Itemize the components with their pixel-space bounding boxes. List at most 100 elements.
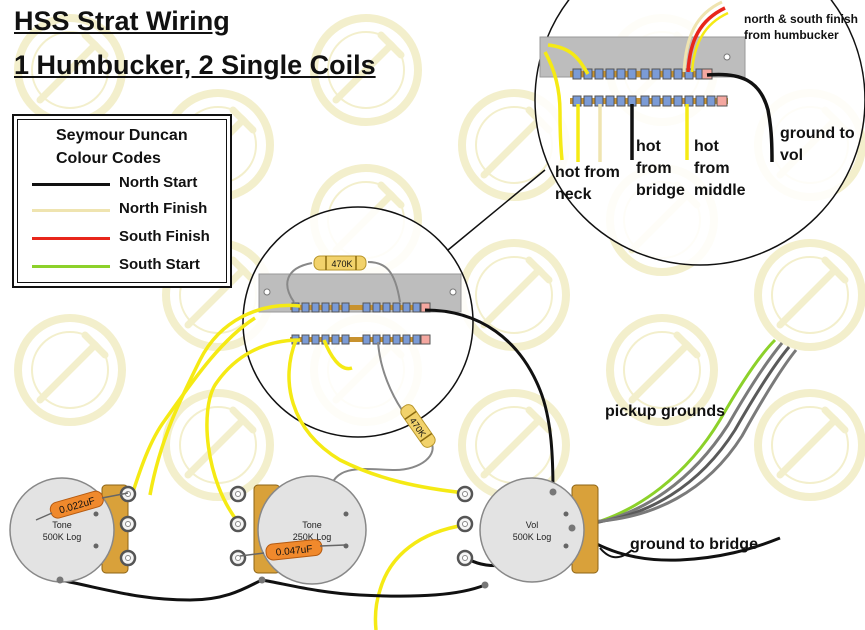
switch-lug bbox=[695, 95, 705, 107]
pickup-ground-bundle bbox=[574, 338, 798, 530]
pot-value-label: 500K Log bbox=[43, 532, 82, 542]
solder-point bbox=[481, 581, 489, 589]
switch-lug bbox=[341, 302, 350, 313]
watermark-logo-icon bbox=[458, 239, 570, 351]
hot-from-neck-line1: hot from bbox=[555, 164, 620, 181]
wire-yellow-from-switch bbox=[322, 339, 353, 371]
detail-wire-humbucker-cream bbox=[682, 0, 723, 73]
detail-wire-humbucker-yellow bbox=[690, 11, 729, 73]
capacitor-1-lead bbox=[101, 492, 129, 499]
switch-lug bbox=[605, 95, 615, 107]
wire-black-switch-to-vol bbox=[424, 308, 555, 493]
switch-lug bbox=[372, 334, 381, 345]
solder-point bbox=[56, 576, 64, 584]
detail-wire-ground-to-vol bbox=[706, 72, 774, 163]
legend-swatch bbox=[32, 209, 110, 212]
switch-lug bbox=[392, 302, 401, 313]
main-switch-screw-2 bbox=[449, 288, 457, 296]
legend-label: South Finish bbox=[119, 228, 210, 245]
pot-value-label: 500K Log bbox=[513, 532, 552, 542]
capacitor-2-label: 0.047uF bbox=[275, 544, 313, 559]
pot-name-label: Tone bbox=[52, 520, 72, 530]
switch-zoom-circle bbox=[242, 206, 474, 438]
pot-name-label: Vol bbox=[526, 520, 539, 530]
switch-lug bbox=[583, 95, 593, 107]
hot-from-neck-line2: neck bbox=[555, 186, 592, 203]
ground-to-bridge-label: ground to bridge bbox=[630, 536, 758, 553]
humbucker-label-line2: from humbucker bbox=[744, 28, 839, 42]
switch-lug bbox=[616, 68, 626, 80]
legend-title: Seymour Duncan Colour Codes bbox=[56, 124, 188, 170]
wire-black-vol-feed bbox=[599, 547, 633, 559]
switch-lug-ground bbox=[716, 95, 728, 107]
watermark-logo-icon bbox=[606, 314, 718, 426]
hot-from-bridge-line2: from bbox=[636, 160, 672, 177]
legend-entry: North Finish bbox=[32, 200, 232, 220]
switch-lug bbox=[331, 334, 340, 345]
legend-title-line2: Colour Codes bbox=[56, 150, 161, 167]
legend-swatch bbox=[32, 183, 110, 186]
switch-lug bbox=[651, 95, 661, 107]
ground-to-vol-line1: ground to bbox=[780, 125, 855, 142]
switch-lug bbox=[311, 334, 320, 345]
detail-wire-neck-yellow bbox=[543, 51, 564, 161]
watermark-logo-icon bbox=[310, 14, 422, 126]
pot-value-label: 250K Log bbox=[293, 532, 332, 542]
switch-lug bbox=[616, 95, 626, 107]
switch-lug bbox=[640, 68, 650, 80]
switch-lug bbox=[673, 95, 683, 107]
legend-entry: South Finish bbox=[32, 228, 232, 248]
pickup-grounds-label: pickup grounds bbox=[605, 403, 725, 420]
page-subtitle: 1 Humbucker, 2 Single Coils bbox=[14, 50, 376, 80]
ground-to-vol-line2: vol bbox=[780, 147, 804, 164]
switch-lug bbox=[382, 302, 391, 313]
wire-yellow-tone1-up bbox=[130, 316, 256, 496]
solder-point bbox=[258, 576, 266, 584]
legend-label: North Start bbox=[119, 174, 198, 191]
switch-lug bbox=[362, 334, 371, 345]
switch-lug bbox=[331, 302, 340, 313]
switch-lug bbox=[594, 68, 604, 80]
wire-black-ground-bridge bbox=[571, 528, 781, 562]
capacitor-2-lead bbox=[239, 552, 265, 557]
legend-swatch bbox=[32, 265, 110, 268]
switch-lug bbox=[662, 68, 672, 80]
legend-title-line1: Seymour Duncan bbox=[56, 127, 188, 144]
potentiometer: Vol 500K Log bbox=[456, 477, 599, 583]
switch-lug bbox=[651, 68, 661, 80]
switch-lug bbox=[402, 302, 411, 313]
legend-label: North Finish bbox=[119, 200, 208, 217]
colour-code-legend: Seymour Duncan Colour Codes North Start … bbox=[12, 114, 232, 288]
wire-yellow-neck-to-tone bbox=[148, 303, 301, 496]
hot-from-bridge-line3: bridge bbox=[636, 182, 685, 199]
switch-lug bbox=[402, 334, 411, 345]
legend-label: South Start bbox=[119, 256, 200, 273]
page-title: HSS Strat Wiring bbox=[14, 6, 230, 36]
switch-lug bbox=[412, 334, 421, 345]
potentiometer: Tone 500K Log bbox=[9, 477, 137, 583]
switch-lug bbox=[392, 334, 401, 345]
main-switch-strip-top bbox=[290, 305, 430, 310]
wire-yellow-output bbox=[373, 523, 466, 630]
resistor-lead-top bbox=[286, 261, 401, 303]
wire-black-ground-chain bbox=[59, 578, 486, 602]
humbucker-label-line1: north & south finish bbox=[744, 12, 858, 26]
switch-lug bbox=[706, 95, 716, 107]
switch-lug bbox=[640, 95, 650, 107]
solder-point bbox=[568, 524, 576, 532]
capacitor-2-lead-2 bbox=[319, 544, 346, 547]
switch-lug bbox=[673, 68, 683, 80]
hot-from-bridge-line1: hot bbox=[636, 138, 661, 155]
detail-switch-strip-top bbox=[570, 71, 710, 77]
main-switch-screw bbox=[263, 288, 271, 296]
main-switch-lugs bbox=[291, 302, 431, 345]
switch-lug bbox=[412, 302, 421, 313]
switch-lug bbox=[341, 334, 350, 345]
hot-from-middle-line3: middle bbox=[694, 182, 746, 199]
watermark-logo-icon bbox=[754, 239, 865, 351]
detail-switch-screw bbox=[723, 53, 731, 61]
solder-point bbox=[549, 488, 557, 496]
hot-from-middle-line1: hot bbox=[694, 138, 719, 155]
